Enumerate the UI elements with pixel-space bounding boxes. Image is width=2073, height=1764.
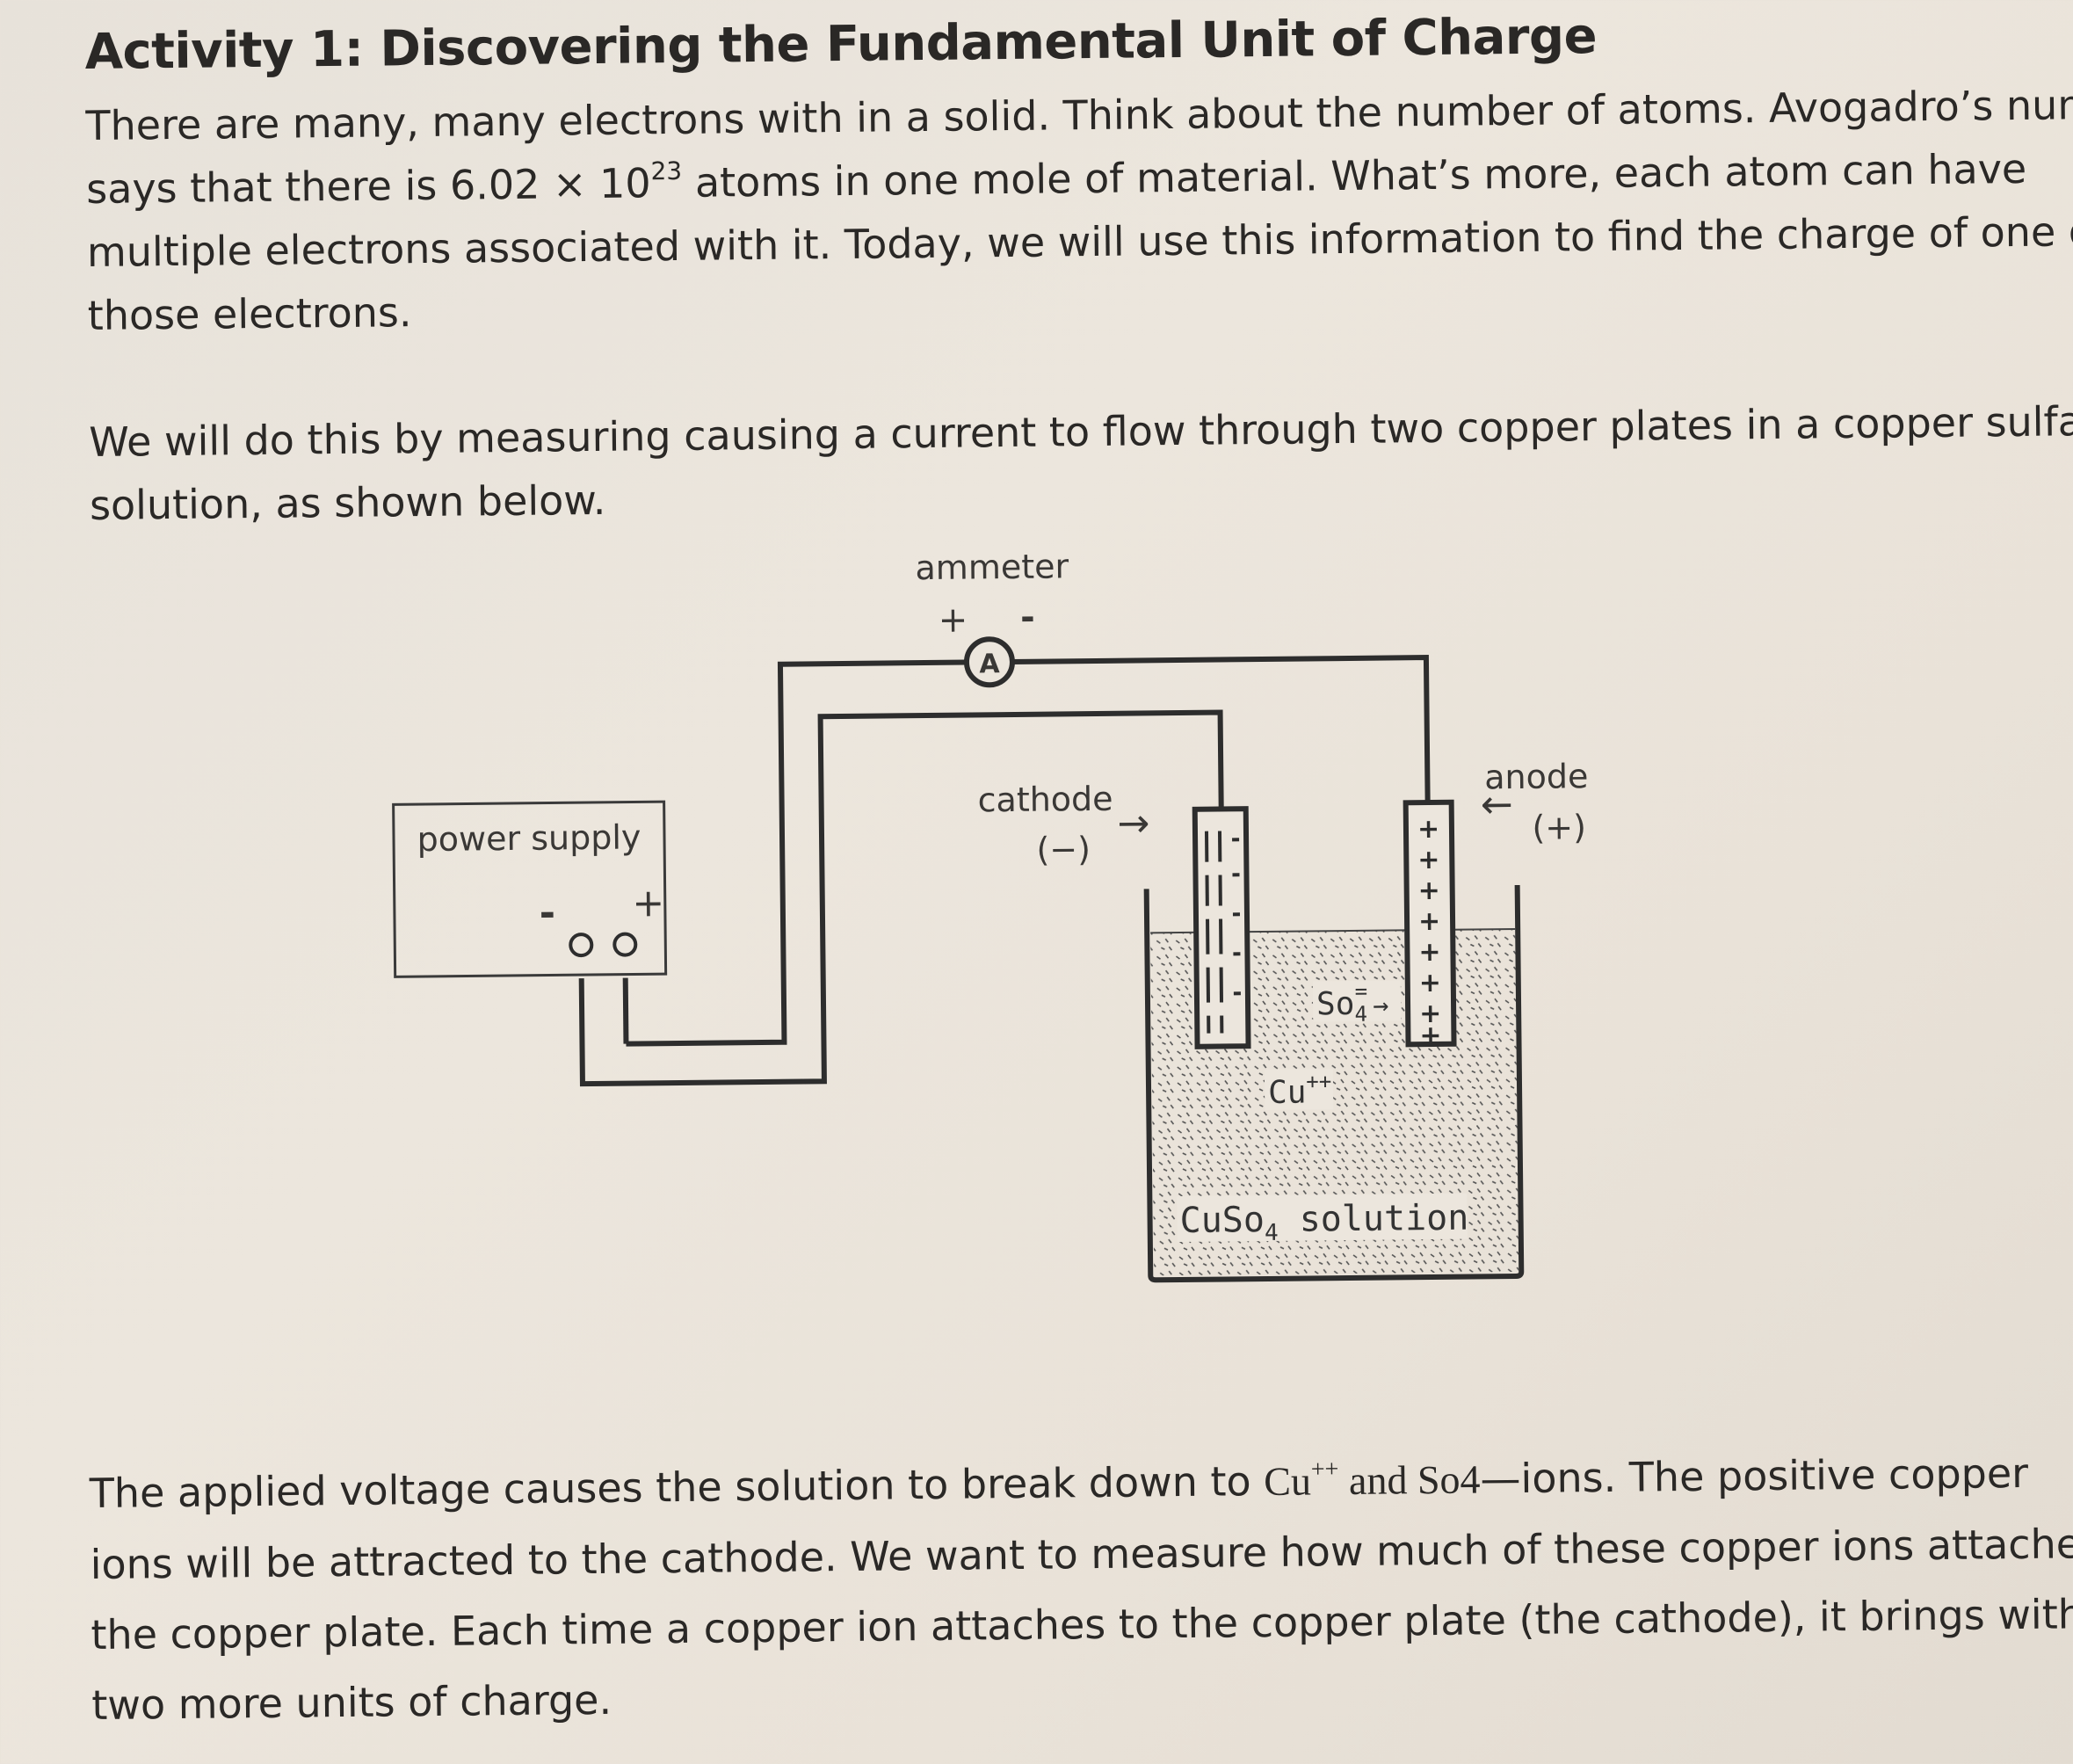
explanation-paragraph: The applied voltage causes the solution … xyxy=(89,1436,2073,1740)
electrolysis-diagram: A ammeter + - power supply - + xyxy=(358,537,1596,1306)
solution-word: solution xyxy=(1278,1198,1468,1240)
explanation-text: ions. The positive copper xyxy=(1520,1448,2029,1502)
svg-text:+: + xyxy=(1418,906,1441,937)
cathode-plate xyxy=(1192,806,1251,1049)
sulfate-subscript: 4 xyxy=(1354,1002,1367,1027)
anode-arrow: ← xyxy=(1481,782,1513,827)
exponent: 23 xyxy=(650,156,683,186)
ammeter: A ammeter + - xyxy=(915,547,1069,688)
cathode-arrow: → xyxy=(1117,801,1149,846)
copper-ion-label: Cu++ xyxy=(1264,1069,1334,1111)
svg-text:Cu++: Cu++ xyxy=(1268,1069,1332,1111)
svg-text:+: + xyxy=(1419,998,1442,1029)
sulfate-ion-label: So4=→ xyxy=(1312,979,1402,1027)
solution-subscript: 4 xyxy=(1265,1220,1279,1246)
terminal-plus: + xyxy=(632,881,664,926)
anode-plate: +++ +++ ++ xyxy=(1403,799,1457,1051)
cathode-label: cathode xyxy=(977,780,1113,820)
sulfate-arrow: → xyxy=(1373,991,1388,1021)
intro-paragraph: There are many, many electrons with in a… xyxy=(85,72,2073,347)
sulfate-ion: So xyxy=(1316,986,1355,1022)
method-paragraph: We will do this by measuring causing a c… xyxy=(89,389,2073,537)
power-supply-label: power supply xyxy=(417,817,641,859)
power-supply: power supply - + xyxy=(392,800,668,978)
intro-text: atoms in one mole of material. What’s mo… xyxy=(682,144,2027,207)
svg-text:+: + xyxy=(1419,1020,1442,1051)
activity-title: Activity 1: Discovering the Fundamental … xyxy=(84,7,1598,81)
ammeter-label: ammeter xyxy=(915,547,1069,587)
copper-charge: ++ xyxy=(1306,1069,1331,1093)
solution-label: CuSo4 solution xyxy=(1177,1193,1469,1247)
negative-terminal xyxy=(569,933,594,958)
svg-text:CuSo4 solution: CuSo4 solution xyxy=(1179,1198,1468,1247)
solution-formula: CuSo xyxy=(1179,1200,1265,1241)
copper-ion-charge: ++ xyxy=(1310,1455,1339,1484)
intro-text: says that there is 6.02 × 10 xyxy=(85,159,651,213)
explanation-text: The applied voltage causes the solution … xyxy=(89,1457,1265,1518)
sulfate-ion-text: and So4 xyxy=(1338,1456,1481,1504)
ammeter-symbol: A xyxy=(979,649,1000,679)
svg-text:+: + xyxy=(1418,875,1441,906)
sulfate-charge: = xyxy=(1355,979,1368,1004)
copper-ion-text: Cu xyxy=(1263,1458,1312,1505)
svg-text:+: + xyxy=(1417,845,1440,875)
svg-text:+: + xyxy=(1418,937,1441,968)
sulfate-dash: — xyxy=(1480,1454,1521,1503)
anode-sign: (+) xyxy=(1532,808,1586,847)
terminal-minus: - xyxy=(540,890,556,935)
cathode-sign: (−) xyxy=(1036,830,1091,869)
circuit-wires xyxy=(578,655,1431,1087)
positive-terminal xyxy=(612,932,638,957)
anode-label: anode xyxy=(1484,757,1589,796)
ammeter-plus: + xyxy=(938,600,968,641)
svg-text:So4=→: So4=→ xyxy=(1316,979,1389,1027)
ammeter-minus: - xyxy=(1020,598,1035,638)
svg-text:+: + xyxy=(1419,968,1442,998)
copper-ion: Cu xyxy=(1268,1075,1307,1111)
svg-text:+: + xyxy=(1417,814,1440,845)
